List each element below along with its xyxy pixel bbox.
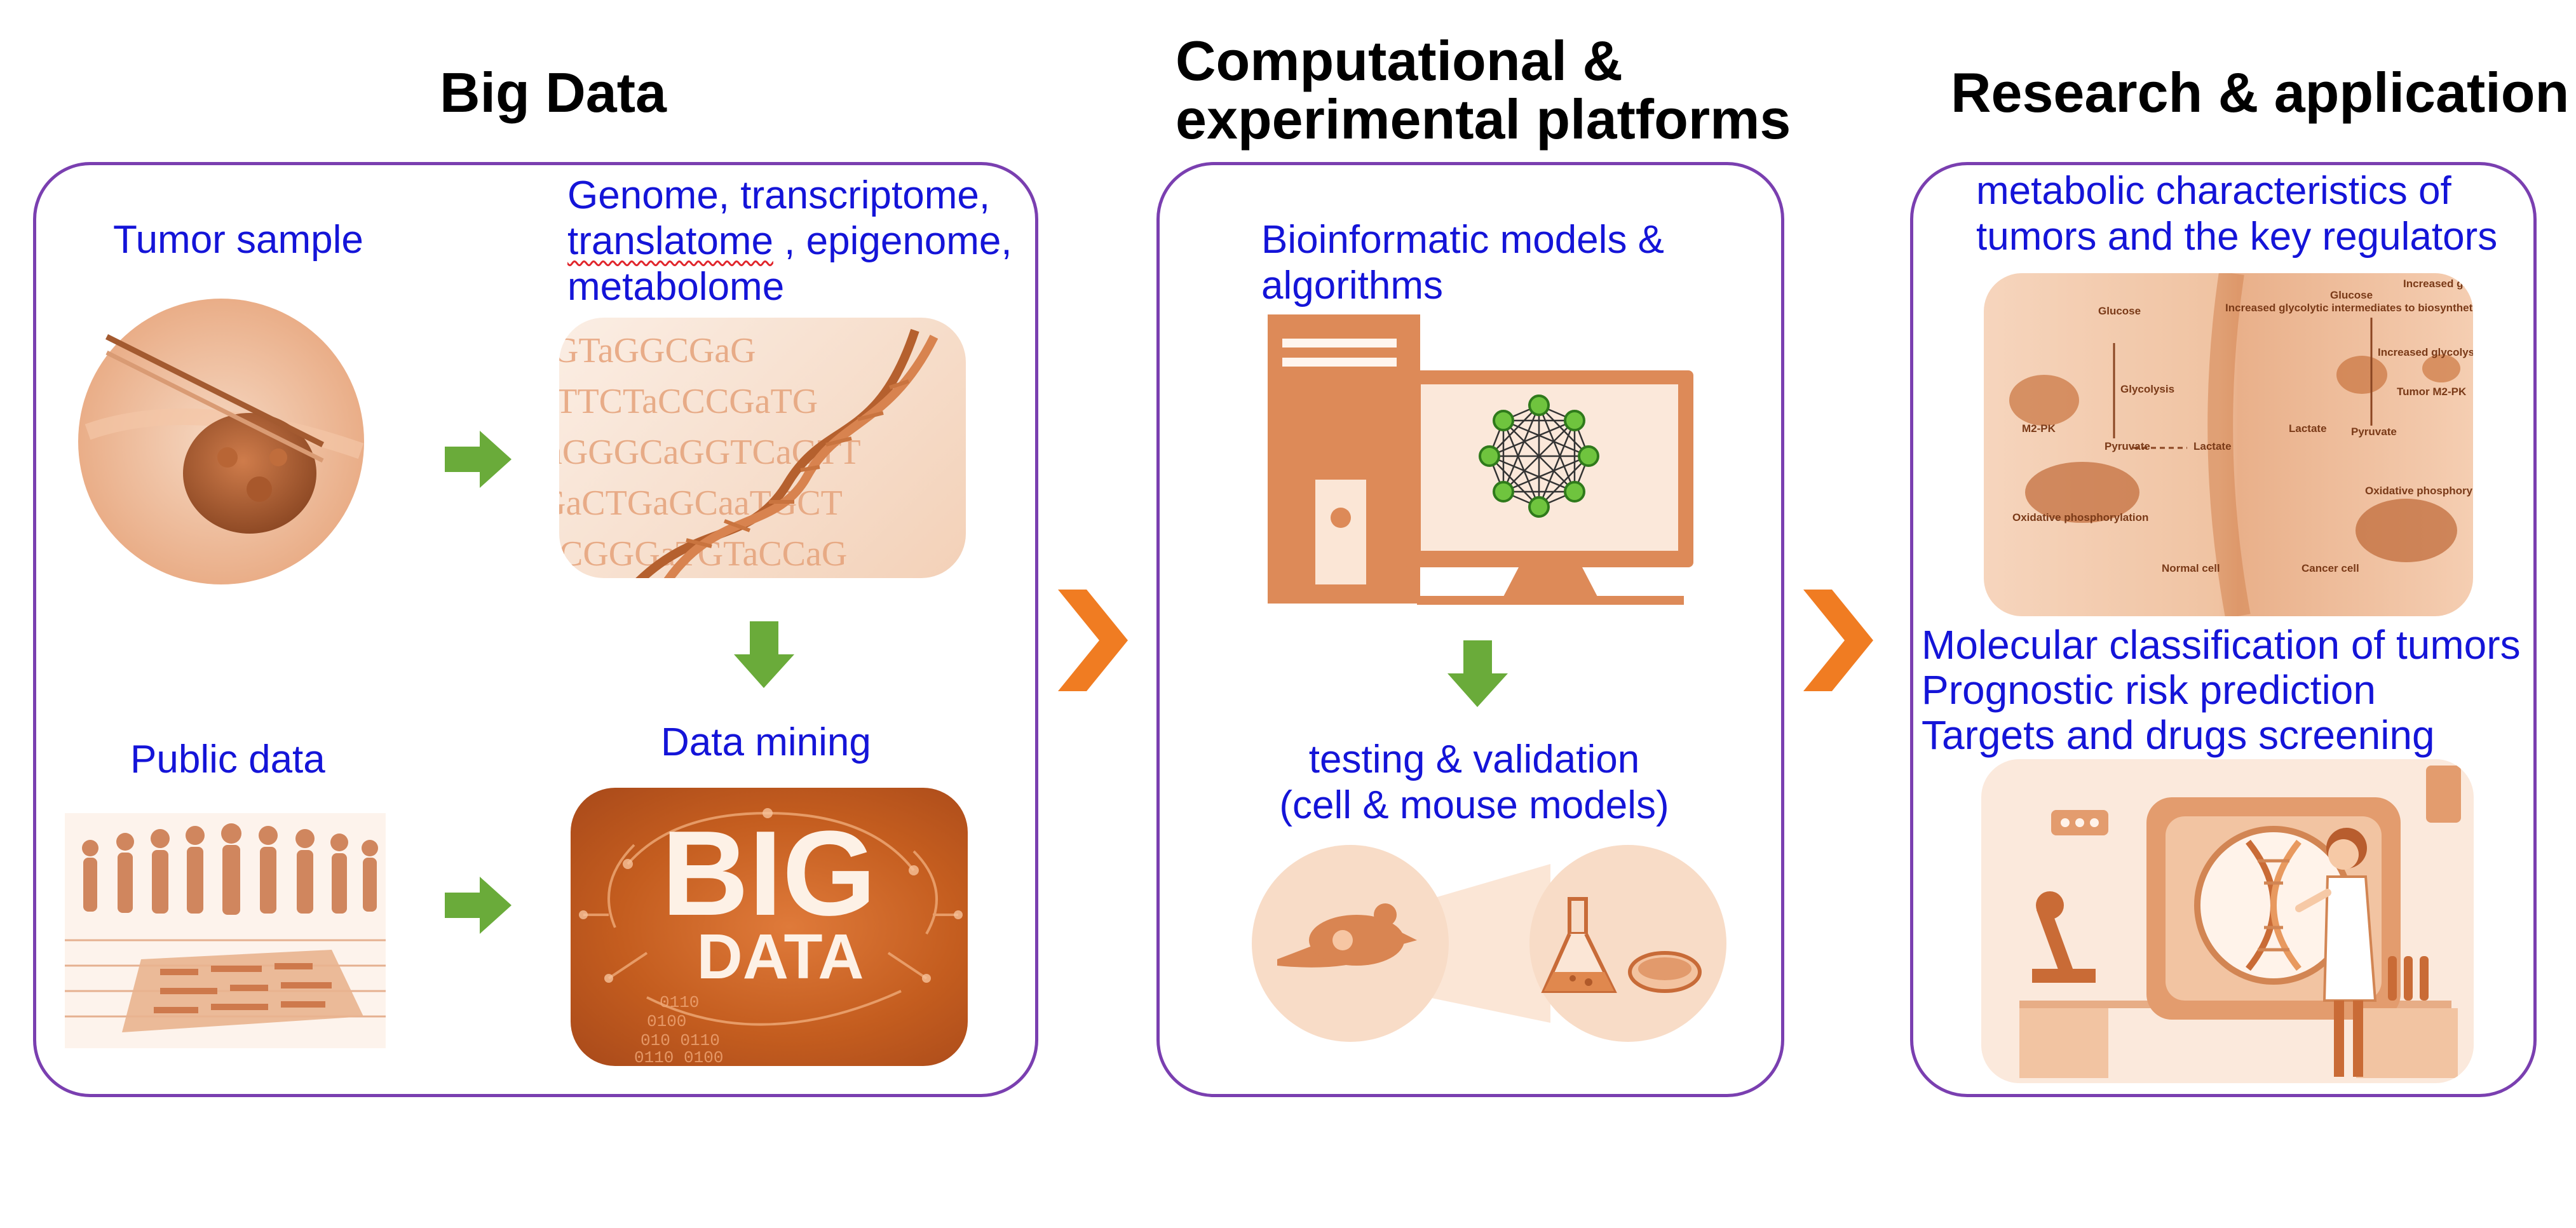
omics-line2: translatome , epigenome, <box>567 219 1012 264</box>
fig-label: Oxidative phosphorylation <box>2365 485 2473 497</box>
fig-label: Pyruvate <box>2351 426 2397 438</box>
public-data-image <box>65 813 386 1048</box>
testing-line2: (cell & mouse models) <box>1279 783 1669 827</box>
research-title: Research & application <box>1951 61 2570 124</box>
dna-sequence-image: GTaGGCGaG ATTCTaCCCGaTG aGGGCaGGTCaGTT G… <box>559 318 966 578</box>
fig-label: Increased glycolytic intermediates to bi… <box>2225 302 2473 314</box>
metabolic-line2: tumors and the key regulators <box>1976 214 2498 259</box>
fig-label: Glycolysis <box>2120 383 2174 395</box>
testing-line1: testing & validation <box>1308 738 1640 781</box>
omics-label: Genome, transcriptome, translatome , epi… <box>567 173 1012 310</box>
data-mining-label: Data mining <box>661 720 871 764</box>
petri-dish-icon <box>1628 951 1702 993</box>
arrow-right-icon <box>445 431 512 488</box>
network-node <box>1479 445 1500 467</box>
network-node <box>1578 445 1599 467</box>
network-node <box>1528 496 1550 518</box>
fig-label: M2-PK <box>2022 422 2056 435</box>
big-data-image: BIG DATA 0110 0100 010 0110 0110 0100 <box>571 788 968 1066</box>
network-node <box>1493 410 1514 431</box>
test-tubes-icon <box>2388 956 2429 1001</box>
metabolic-label: metabolic characteristics of tumors and … <box>1976 168 2497 260</box>
dna-letters-row: ATTCTaCCCGaTG <box>559 382 818 421</box>
platforms-title-line1: Computational & <box>1176 29 1623 92</box>
models-label: Bioinformatic models & algorithms <box>1261 217 1664 309</box>
microscope-icon <box>2032 891 2096 983</box>
testing-label: testing & validation (cell & mouse model… <box>1261 737 1687 828</box>
fig-label: Glucose <box>2330 289 2373 301</box>
network-node <box>1564 410 1585 431</box>
omics-line1: Genome, transcriptome, <box>567 173 991 217</box>
network-graph <box>1488 404 1590 508</box>
fig-label: Tumor M2-PK <box>2397 386 2467 398</box>
network-node <box>1564 481 1585 503</box>
fig-label: Lactate <box>2289 422 2327 435</box>
fig-label: Lactate <box>2193 440 2232 452</box>
arrow-down-icon <box>1447 640 1508 707</box>
models-line2: algorithms <box>1261 263 1443 307</box>
omics-line3: metabolome <box>567 264 785 309</box>
lab-circle <box>1529 845 1726 1042</box>
binary-row: 0100 <box>647 1012 686 1031</box>
mouse-lab-image <box>1252 845 1726 1042</box>
fig-label: Oxidative phosphorylation <box>2012 511 2148 523</box>
dna-letters-row: GTaGGCGaG <box>559 331 756 370</box>
big-word: BIG <box>661 806 876 941</box>
flask-icon <box>1541 897 1617 993</box>
network-node <box>1528 395 1550 416</box>
mouse-icon <box>1277 903 1417 968</box>
metabolism-figure: Glucose Glucose Increased glucose uptake… <box>1984 273 2473 616</box>
research-item: Molecular classification of tumors <box>1922 622 2521 668</box>
chevron-right-icon <box>1058 590 1128 691</box>
data-word: DATA <box>697 921 864 992</box>
fig-label: Cancer cell <box>2301 562 2359 574</box>
public-data-label: Public data <box>130 738 325 781</box>
fig-label: Normal cell <box>2162 562 2220 574</box>
chevron-right-icon <box>1803 590 1873 691</box>
tumor-sample-label: Tumor sample <box>113 218 363 262</box>
tumor-sample-image <box>78 299 364 584</box>
computer-network-image <box>1268 314 1693 605</box>
research-item: Prognostic risk prediction <box>1922 667 2376 713</box>
platforms-title-line2: experimental platforms <box>1176 88 1791 151</box>
research-items: Molecular classification of tumors Progn… <box>1922 623 2521 758</box>
binary-row: 0110 0100 <box>634 1048 723 1066</box>
metabolic-line1: metabolic characteristics of <box>1976 169 2451 213</box>
models-line1: Bioinformatic models & <box>1261 218 1665 262</box>
big-data-title: Big Data <box>440 61 667 124</box>
binary-row: 0110 <box>660 993 699 1012</box>
omics-line2-rest: , epigenome, <box>773 219 1012 263</box>
research-item: Targets and drugs screening <box>1922 712 2435 758</box>
scientist-figure <box>2295 828 2377 1077</box>
people-silhouettes <box>82 823 378 915</box>
fig-label: Increased glycolysis <box>2378 346 2473 358</box>
translatome-word: translatome <box>567 219 773 263</box>
binary-row: 010 0110 <box>641 1031 720 1050</box>
network-node <box>1493 481 1514 503</box>
fig-label: Increased glucose uptake <box>2403 278 2473 290</box>
arrow-right-icon <box>445 877 512 934</box>
arrow-down-icon <box>734 621 794 688</box>
fig-label: Glucose <box>2098 305 2141 317</box>
fig-label: Pyruvate <box>2105 440 2150 452</box>
lab-illustration <box>1981 759 2474 1083</box>
